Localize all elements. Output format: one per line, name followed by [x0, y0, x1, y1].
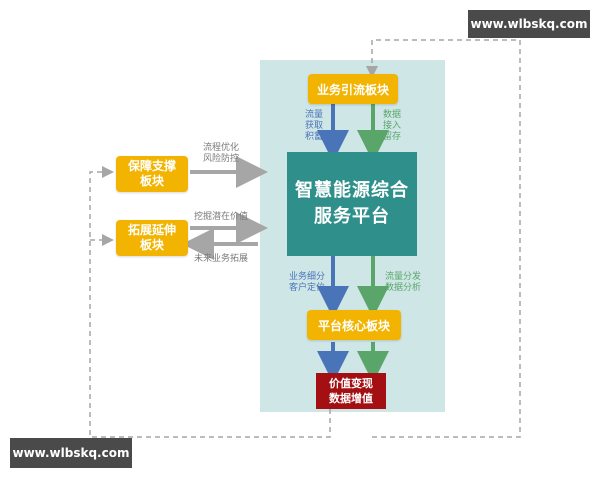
core-title-line2: 服务平台 [314, 206, 390, 227]
traffic-block: 业务引流板块 [308, 74, 398, 104]
watermark-top: www.wlbskq.com [468, 10, 590, 38]
feedback-loop-right [366, 39, 521, 438]
value-block: 价值变现 数据增值 [316, 373, 386, 409]
label-extend-in: 挖掘潜在价值 [194, 212, 249, 222]
label-support: 流程优化 风险防控 [203, 143, 240, 164]
label-mid-green: 流量分发 数据分析 [384, 272, 421, 293]
label-extend-out: 未来业务拓展 [194, 254, 249, 264]
platform-core-block: 平台核心板块 [307, 310, 401, 340]
support-block: 保障支撑 板块 [116, 156, 188, 192]
platform-core-label: 平台核心板块 [317, 318, 390, 333]
watermark-bottom: www.wlbskq.com [10, 438, 132, 468]
traffic-block-label: 业务引流板块 [316, 82, 389, 97]
label-top-green: 数据 接入 留存 [382, 110, 401, 142]
core-title-line1: 智慧能源综合 [295, 180, 409, 201]
label-top-blue: 流量 获取 积蓄 [304, 110, 323, 142]
label-mid-blue: 业务细分 客户定位 [288, 272, 325, 293]
core-platform-block: 智慧能源综合 服务平台 [287, 152, 417, 256]
feedback-loop-left [89, 166, 331, 438]
extend-block: 拓展延伸 板块 [116, 220, 188, 256]
